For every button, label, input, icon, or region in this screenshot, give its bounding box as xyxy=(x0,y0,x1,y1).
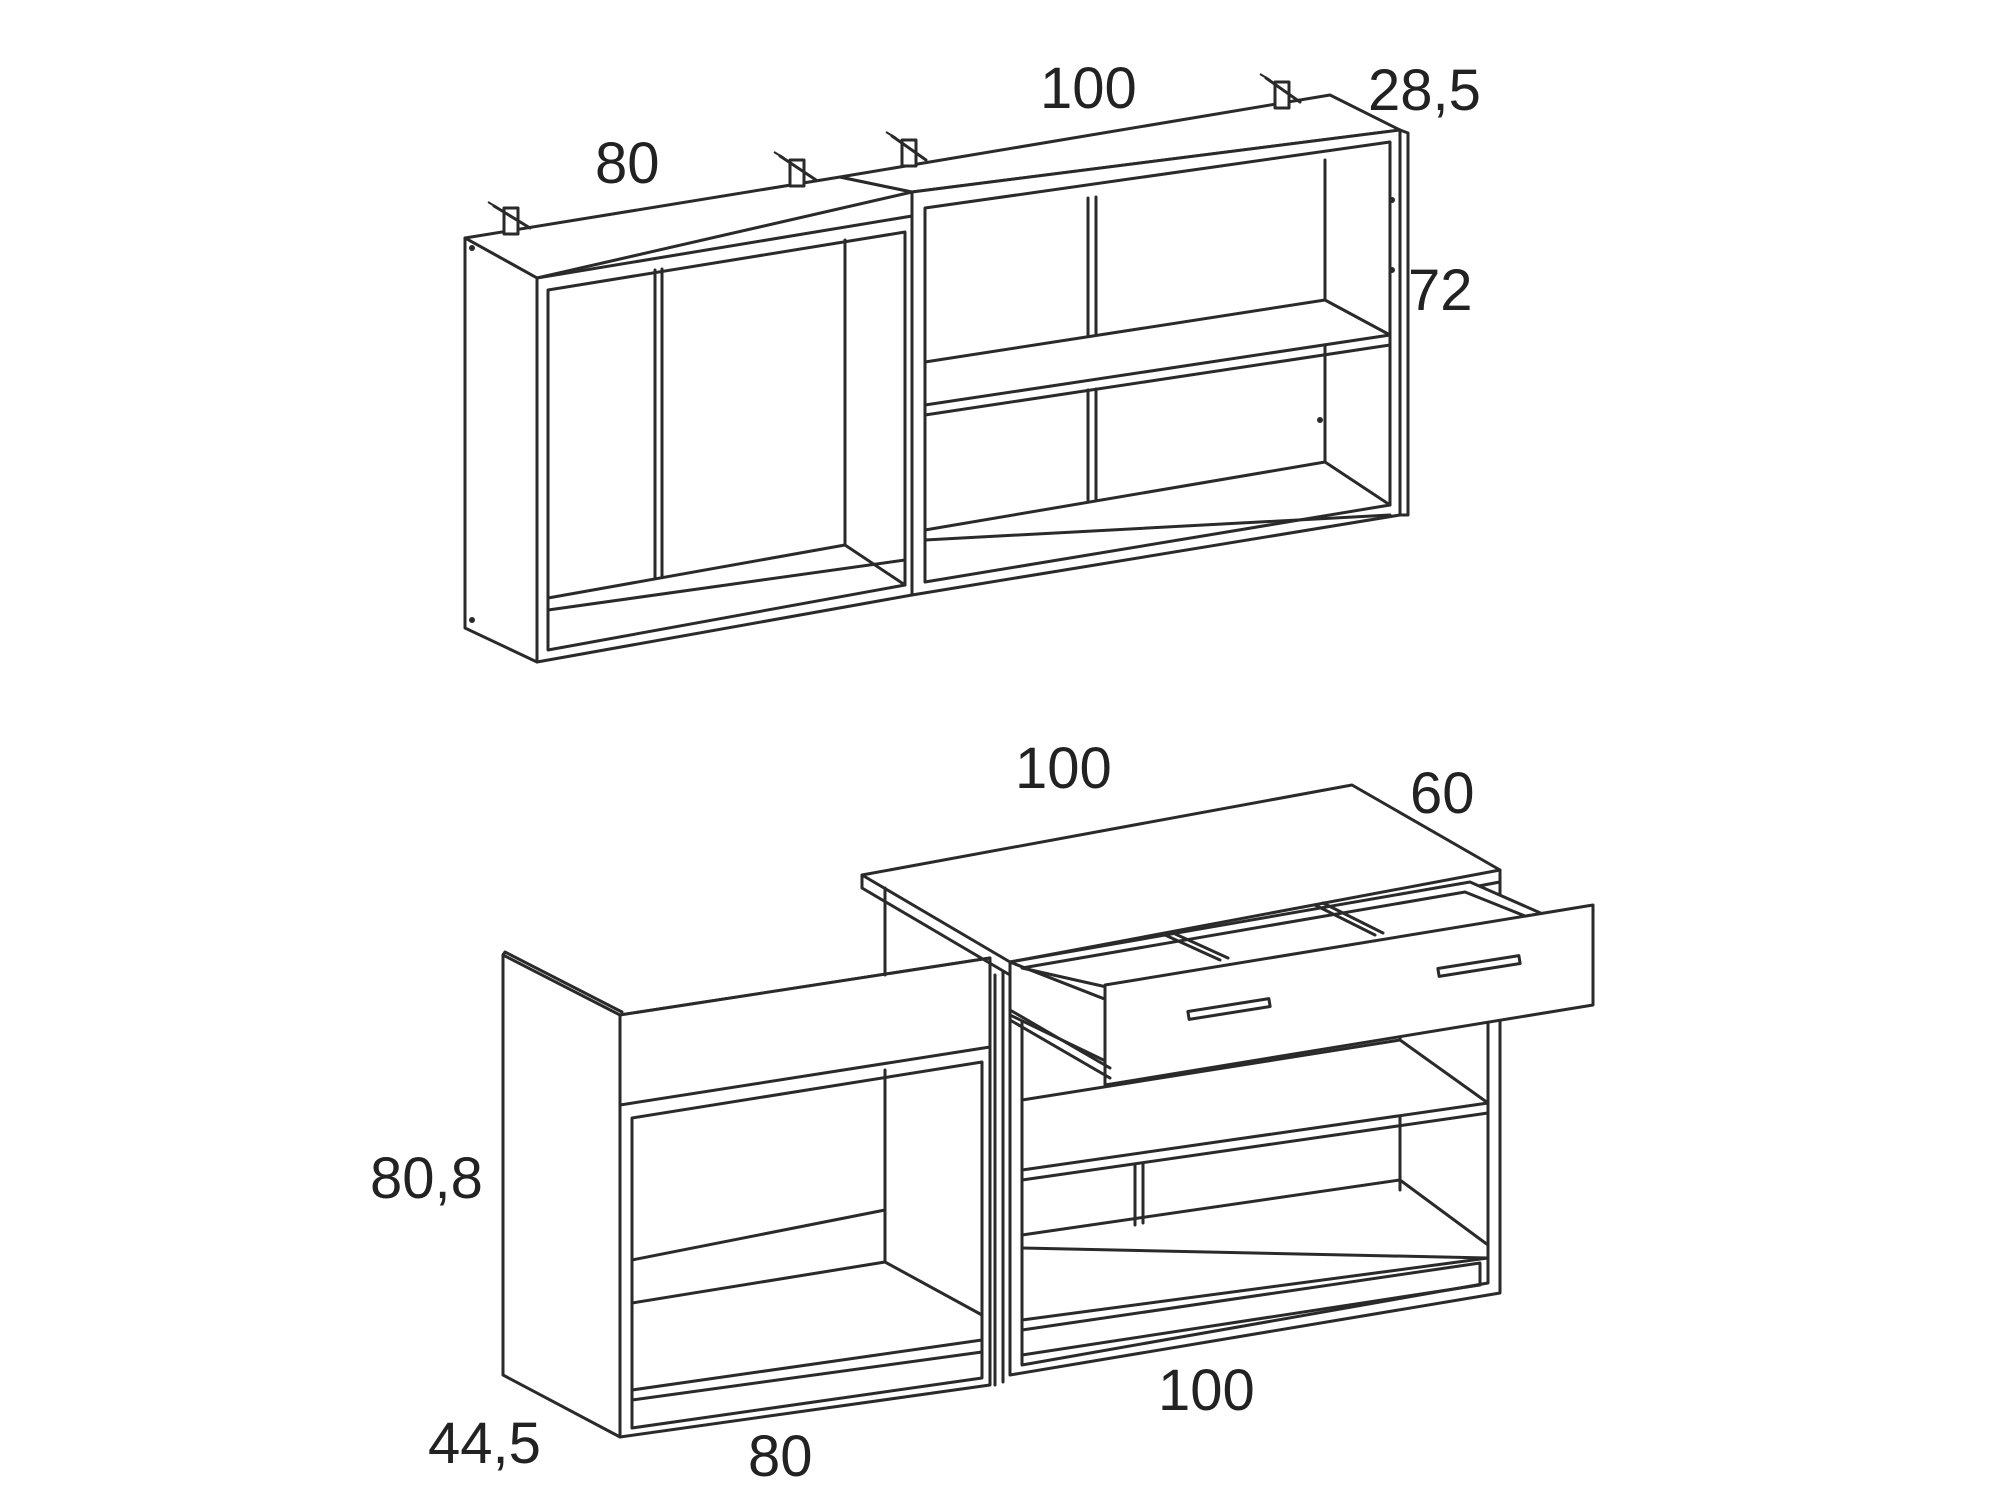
upper-left-width-label: 80 xyxy=(595,131,660,196)
lower-height-label: 80,8 xyxy=(370,1146,483,1211)
lower-top-width-label: 100 xyxy=(1015,736,1112,801)
open-drawer xyxy=(1008,880,1595,1087)
lower-cabinet-80 xyxy=(501,950,992,1439)
upper-cabinet-80 xyxy=(463,175,914,664)
lower-right-width-label: 100 xyxy=(1158,1358,1255,1423)
upper-cabinet-100 xyxy=(838,93,1410,597)
upper-right-width-label: 100 xyxy=(1040,56,1137,121)
lower-depth-label: 44,5 xyxy=(428,1411,541,1476)
wall-bracket xyxy=(1259,73,1302,110)
wall-bracket xyxy=(885,131,928,168)
upper-height-label: 72 xyxy=(1408,258,1473,323)
upper-depth-label: 28,5 xyxy=(1368,58,1481,123)
wall-bracket xyxy=(487,201,532,236)
lower-top-depth-label: 60 xyxy=(1410,761,1475,826)
lower-left-width-label: 80 xyxy=(748,1424,813,1489)
wall-bracket xyxy=(773,151,818,188)
